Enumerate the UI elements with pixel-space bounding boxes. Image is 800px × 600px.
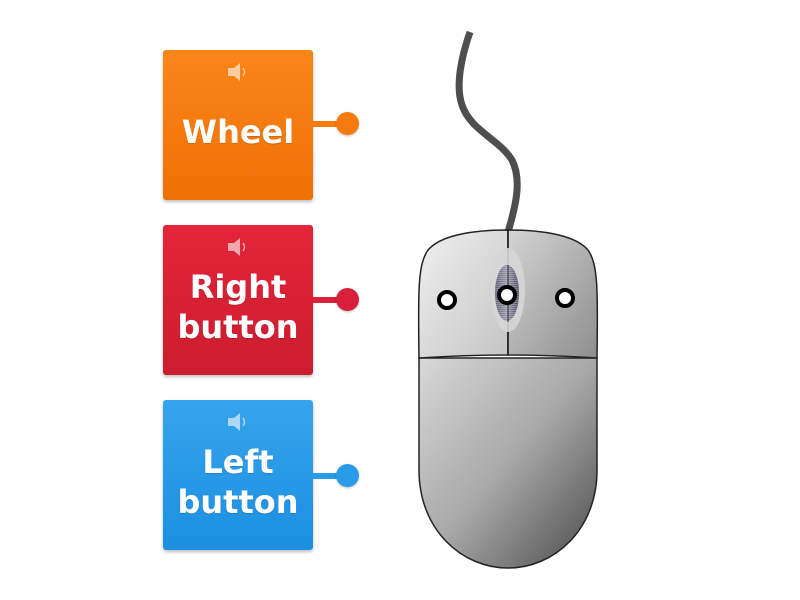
connector-stem xyxy=(313,121,347,127)
drop-target-wheel-area xyxy=(497,285,517,305)
connector-stem xyxy=(313,473,347,479)
mouse-body xyxy=(418,357,598,569)
mouse-right-button-shape xyxy=(507,229,599,359)
speaker-icon[interactable] xyxy=(226,62,250,82)
mouse-left-button-shape xyxy=(417,229,509,359)
label-text: Left button xyxy=(177,442,298,522)
connector-dot[interactable] xyxy=(336,288,359,311)
drop-target-right-area xyxy=(555,288,575,308)
speaker-icon[interactable] xyxy=(226,237,250,257)
label-line-1: Left xyxy=(202,443,274,481)
drop-target-left-area xyxy=(437,290,457,310)
mouse-cable xyxy=(455,30,521,233)
label-card-left-button[interactable]: Left button xyxy=(163,400,313,550)
label-card-right-button[interactable]: Right button xyxy=(163,225,313,375)
speaker-icon[interactable] xyxy=(226,412,250,432)
label-card-wheel[interactable]: Wheel xyxy=(163,50,313,200)
connector-pin-left-button[interactable] xyxy=(313,464,363,488)
connector-stem xyxy=(313,297,347,303)
computer-mouse-diagram xyxy=(417,30,599,569)
label-line-1: Right xyxy=(189,268,287,306)
connector-pin-right-button[interactable] xyxy=(313,288,363,312)
label-text: Right button xyxy=(177,267,298,347)
label-line-2: button xyxy=(177,483,299,521)
label-text: Wheel xyxy=(181,113,295,151)
connector-dot[interactable] xyxy=(336,464,359,487)
label-line-2: button xyxy=(177,308,299,346)
connector-pin-wheel[interactable] xyxy=(313,112,363,136)
connector-dot[interactable] xyxy=(336,112,359,135)
